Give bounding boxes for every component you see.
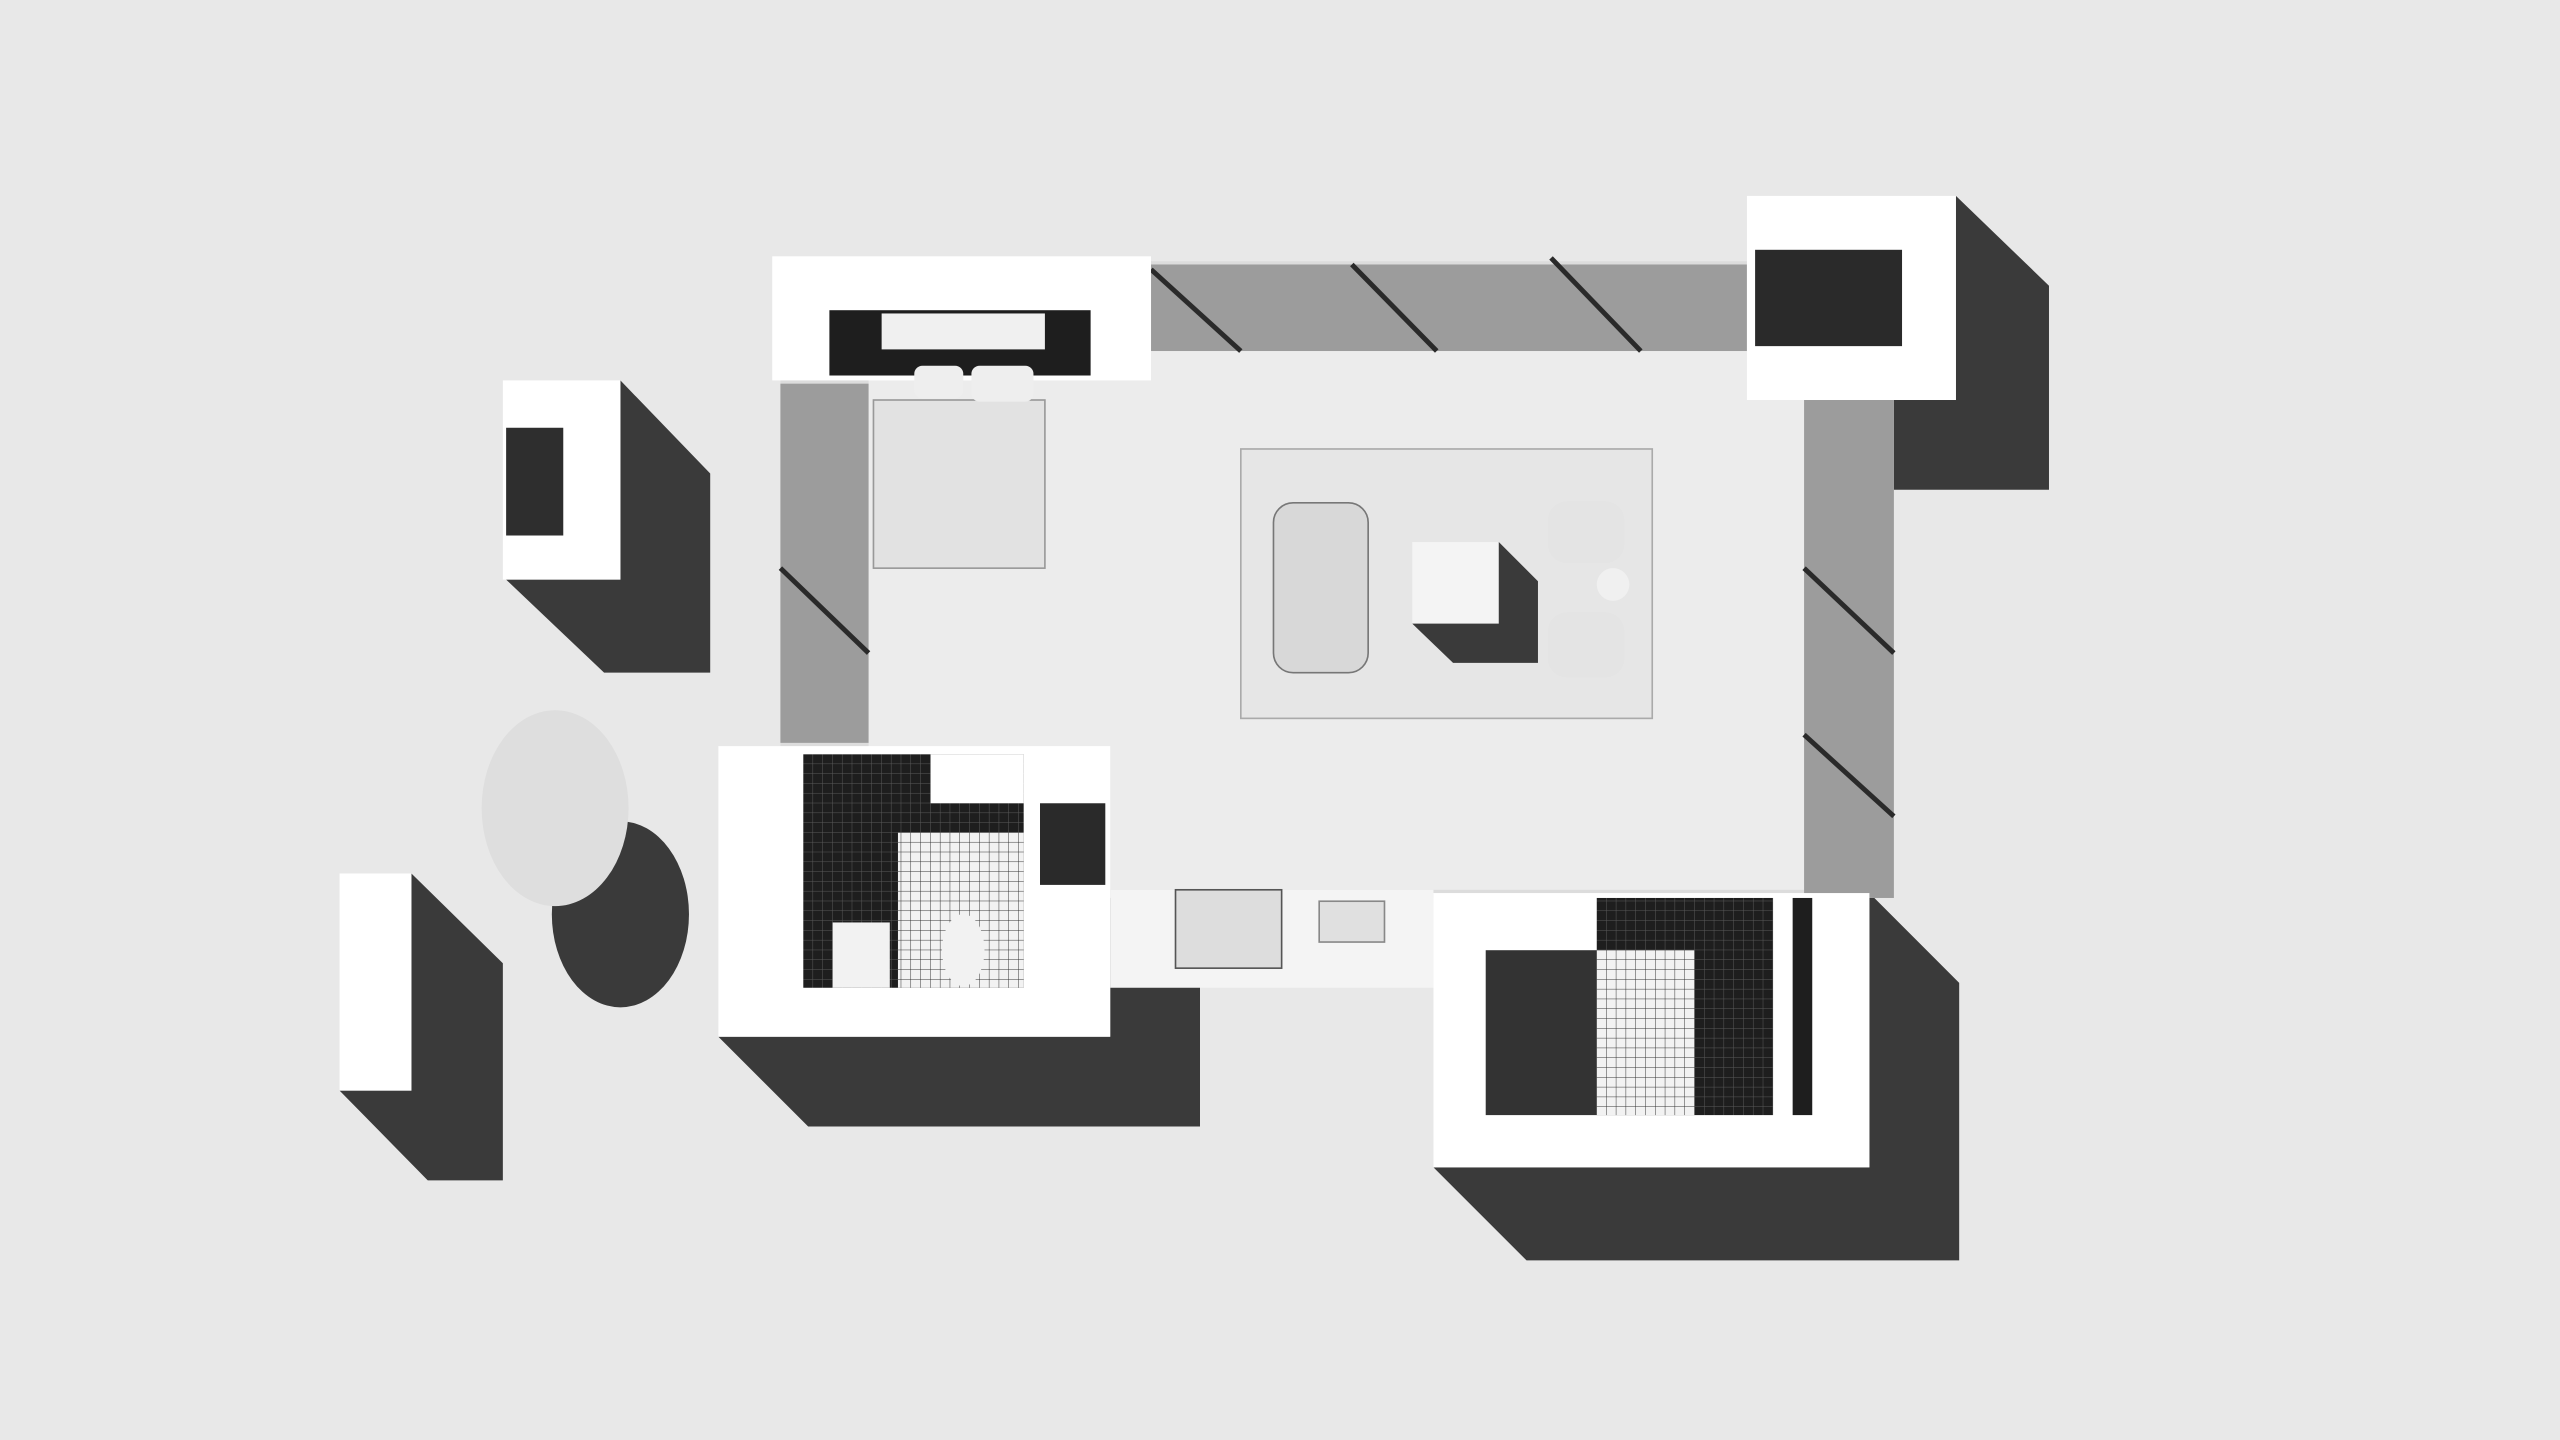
coffee-table <box>1412 542 1499 624</box>
armchair <box>1547 612 1625 678</box>
partition <box>930 754 1024 804</box>
bed <box>872 399 1046 569</box>
toilet <box>942 914 985 987</box>
closet <box>1755 249 1903 347</box>
sofa <box>1272 502 1369 674</box>
side-table <box>1596 568 1630 601</box>
pillow <box>971 365 1034 402</box>
wall-block <box>339 873 412 1091</box>
mirror <box>1792 897 1813 1116</box>
wall-faces <box>780 264 1894 898</box>
armchair <box>1547 501 1625 564</box>
sink <box>832 922 890 988</box>
stove <box>1174 888 1283 969</box>
kitchen-sink <box>1318 900 1386 943</box>
niche <box>506 427 564 536</box>
pillow <box>914 365 964 399</box>
shelf <box>881 313 1045 350</box>
cabinet <box>1040 803 1106 885</box>
bathroom-floor <box>1485 950 1597 1116</box>
coffee-table-shadow <box>1412 542 1538 663</box>
bathroom-tiles-light <box>1596 950 1695 1116</box>
dining-table <box>481 710 629 907</box>
window-dividers <box>778 256 1896 819</box>
